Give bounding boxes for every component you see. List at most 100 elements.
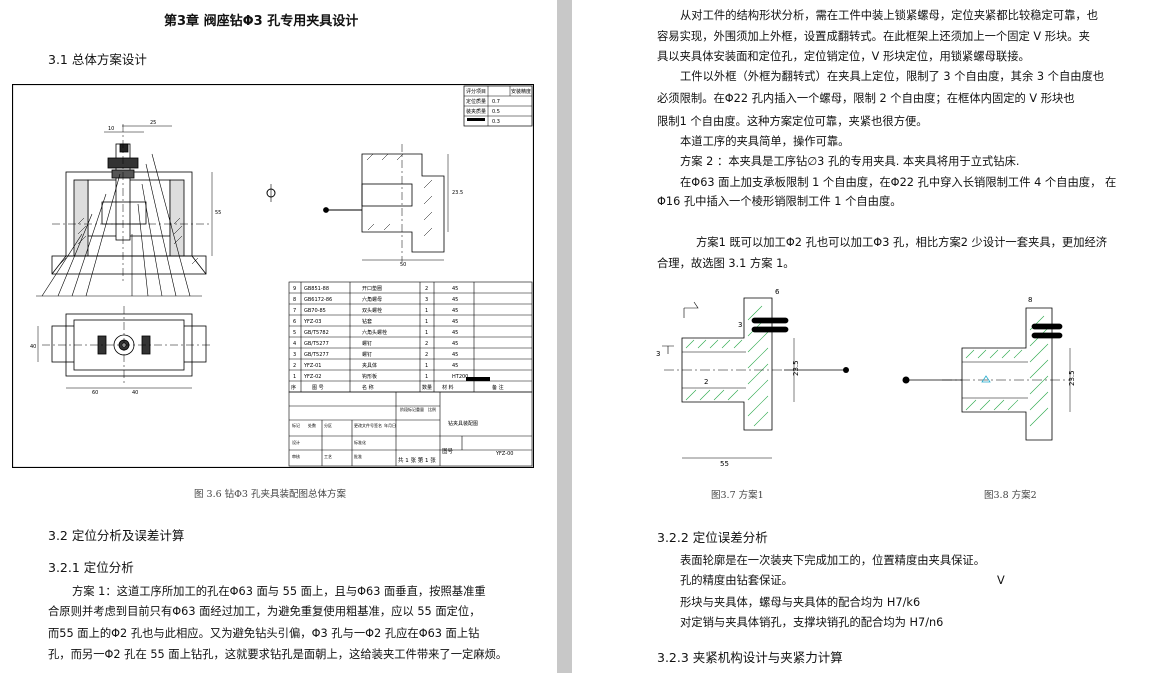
bom-cell: 45: [452, 297, 458, 303]
drawing-frame: [12, 84, 534, 468]
bom-cell: GB/T5277: [304, 341, 329, 347]
bom-cell: 1: [425, 374, 428, 380]
bom-cell: 45: [452, 330, 458, 336]
bom-cell: GB/T5782: [304, 330, 329, 336]
bom-cell: 六角螺母: [362, 296, 382, 303]
bom-cell: GB851-88: [304, 286, 329, 292]
bom-cell: 9: [293, 286, 296, 292]
svg-text:审核: 审核: [292, 453, 300, 459]
paragraph-line: Φ16 孔中插入一个棱形销限制工件 1 个自由度。: [657, 195, 902, 208]
bom-cell: 开口垫圈: [362, 285, 382, 292]
svg-text:工艺: 工艺: [324, 454, 332, 459]
bom-cell: 45: [452, 352, 458, 358]
bom-cell: 3: [425, 297, 428, 303]
top-view: [37, 306, 212, 389]
drawing-no-label: 图号: [442, 447, 454, 455]
page-gutter: [557, 0, 572, 673]
workpiece-section-view: [323, 144, 449, 262]
svg-text:10: 10: [108, 126, 114, 132]
bom-cell: 6: [293, 319, 296, 325]
bom-cell: 2: [293, 363, 296, 369]
svg-text:3: 3: [738, 321, 742, 329]
svg-text:60: 60: [92, 390, 98, 396]
bom-cell: 4: [293, 341, 296, 347]
paragraph-line: 孔的精度由钻套保证。: [680, 574, 793, 587]
document-page-right: 从对工件的结构形状分析，需在工件中装上锁紧螺母，定位夹紧都比较稳定可靠，也 容易…: [572, 0, 1159, 673]
section-heading-3-2: 3.2 定位分析及误差计算: [48, 528, 185, 543]
svg-text:分区: 分区: [324, 422, 332, 428]
svg-text:3: 3: [656, 350, 660, 358]
bom-cell: 六角头螺栓: [362, 329, 387, 336]
svg-text:25: 25: [150, 120, 156, 126]
paragraph-line: 孔，而另一Φ2 孔在 55 面上钻孔，这就要求钻孔是面朝上，这给装夹工件带来了一…: [48, 648, 508, 661]
section-heading-3-2-1: 3.2.1 定位分析: [48, 560, 134, 575]
req-header-0: 评分项目: [466, 88, 486, 95]
svg-text:更改文件号: 更改文件号: [354, 422, 374, 428]
svg-text:0.7: 0.7: [492, 99, 500, 105]
bom-cell: YFZ-01: [303, 363, 321, 369]
bom-cell: 45: [452, 341, 458, 347]
sheet-text: 共 1 张 第 1 张: [398, 456, 436, 464]
svg-text:8: 8: [1028, 296, 1032, 304]
paragraph-line: 而55 面上的Φ2 孔也与此相应。又为避免钻头引偏，Φ3 孔与一Φ2 孔应在Φ6…: [48, 627, 480, 640]
svg-text:55: 55: [215, 210, 221, 216]
paragraph-line: 方案1 既可以加工Φ2 孔也可以加工Φ3 孔，相比方案2 少设计一套夹具，更加经…: [696, 236, 1108, 249]
bom-cell: 1: [293, 374, 296, 380]
svg-text:23.5: 23.5: [452, 190, 463, 196]
svg-text:设计: 设计: [292, 439, 300, 445]
figure-caption-3-8: 图3.8 方案2: [984, 490, 1037, 501]
figure-3-8-scheme2: 8 23.5: [902, 296, 1076, 441]
chapter-title: 第3章 阀座钻Φ3 孔专用夹具设计: [164, 14, 359, 29]
svg-text:40: 40: [132, 390, 138, 396]
bom-cell: 夹具体: [362, 362, 377, 369]
svg-text:比例: 比例: [428, 406, 436, 412]
bom-header-cell: 序: [291, 384, 296, 391]
bom-cell: 2: [425, 286, 428, 292]
bom-cell: 1: [425, 308, 428, 314]
paragraph-line: 从对工件的结构形状分析，需在工件中装上锁紧螺母，定位夹紧都比较稳定可靠，也: [680, 9, 1098, 22]
svg-text:处数: 处数: [308, 422, 316, 428]
figure-caption-3-7: 图3.7 方案1: [711, 490, 764, 501]
paragraph-line: 对定销与夹具体销孔，支撑块销孔的配合均为 H7/n6: [680, 616, 944, 629]
workpiece-outline: [681, 297, 773, 431]
svg-text:标记: 标记: [292, 422, 300, 428]
paragraph-line: 容易实现，外围须加上外框，设置成翻转式。在此框架上还须加上一个固定 V 形块。夹: [657, 30, 1090, 43]
bom-header-cell: 材 料: [442, 384, 454, 391]
figure-caption-3-6: 图 3.6 钻Φ3 孔夹具装配图总体方案: [194, 489, 347, 500]
title-block: [288, 391, 533, 467]
hatch-pattern: [685, 305, 769, 427]
paragraph-line: 工件以外框（外框为翻转式）在夹具上定位，限制了 3 个自由度，其余 3 个自由度…: [680, 70, 1105, 83]
bom-cell: YFZ-03: [303, 319, 321, 325]
bom-cell: GB70-85: [304, 308, 326, 314]
bom-header-cell: 图 号: [312, 385, 324, 391]
svg-text:签名: 签名: [374, 422, 382, 428]
bom-cell: 钩形板: [362, 373, 377, 380]
figure-3-7-scheme1: 6 3 23.5 3 2 55: [656, 288, 849, 468]
paragraph-line: 表面轮廓是在一次装夹下完成加工的，位置精度由夹具保证。: [680, 554, 986, 567]
bom-cell: 8: [293, 297, 296, 303]
bom-cell: 1: [425, 330, 428, 336]
svg-text:年月日: 年月日: [384, 422, 396, 428]
section-heading-3-1: 3.1 总体方案设计: [48, 52, 147, 67]
req-row-2: 装夹质量: [466, 108, 486, 115]
paragraph-line: 在Φ63 面上加支承板限制 1 个自由度，在Φ22 孔中穿入长销限制工件 4 个…: [680, 176, 1117, 189]
title-block-name: 钻夹具装配图: [448, 420, 478, 427]
document-page-left: 第3章 阀座钻Φ3 孔专用夹具设计 3.1 总体方案设计 评分项目 定位质量 装…: [0, 0, 557, 673]
paragraph-line: 合理，故选图 3.1 方案 1。: [657, 257, 795, 270]
bom-cell: 3: [293, 352, 296, 358]
svg-text:0.5: 0.5: [492, 109, 500, 115]
bom-cell: 螺钉: [362, 351, 372, 358]
bom-header-cell: 数量: [422, 384, 432, 391]
paragraph-line: 形块与夹具体，螺母与夹具体的配合均为 H7/k6: [680, 596, 921, 609]
bom-cell: 45: [452, 286, 458, 292]
svg-text:批准: 批准: [354, 453, 362, 459]
projection-symbol-icon: [266, 184, 276, 202]
svg-text:23.5: 23.5: [792, 360, 800, 376]
paragraph-line: 合原则并考虑到目前只有Φ63 面经过加工，为避免重复使用粗基准，应以 55 面定…: [48, 605, 481, 618]
paragraph-line: 限制1 个自由度。这种方案定位可靠，夹紧也很方便。: [657, 115, 928, 128]
bom-cell: HT200: [452, 374, 468, 380]
svg-text:55: 55: [720, 460, 729, 468]
section-heading-3-2-3: 3.2.3 夹紧机构设计与夹紧力计算: [657, 650, 843, 665]
svg-text:标准化: 标准化: [354, 439, 366, 445]
